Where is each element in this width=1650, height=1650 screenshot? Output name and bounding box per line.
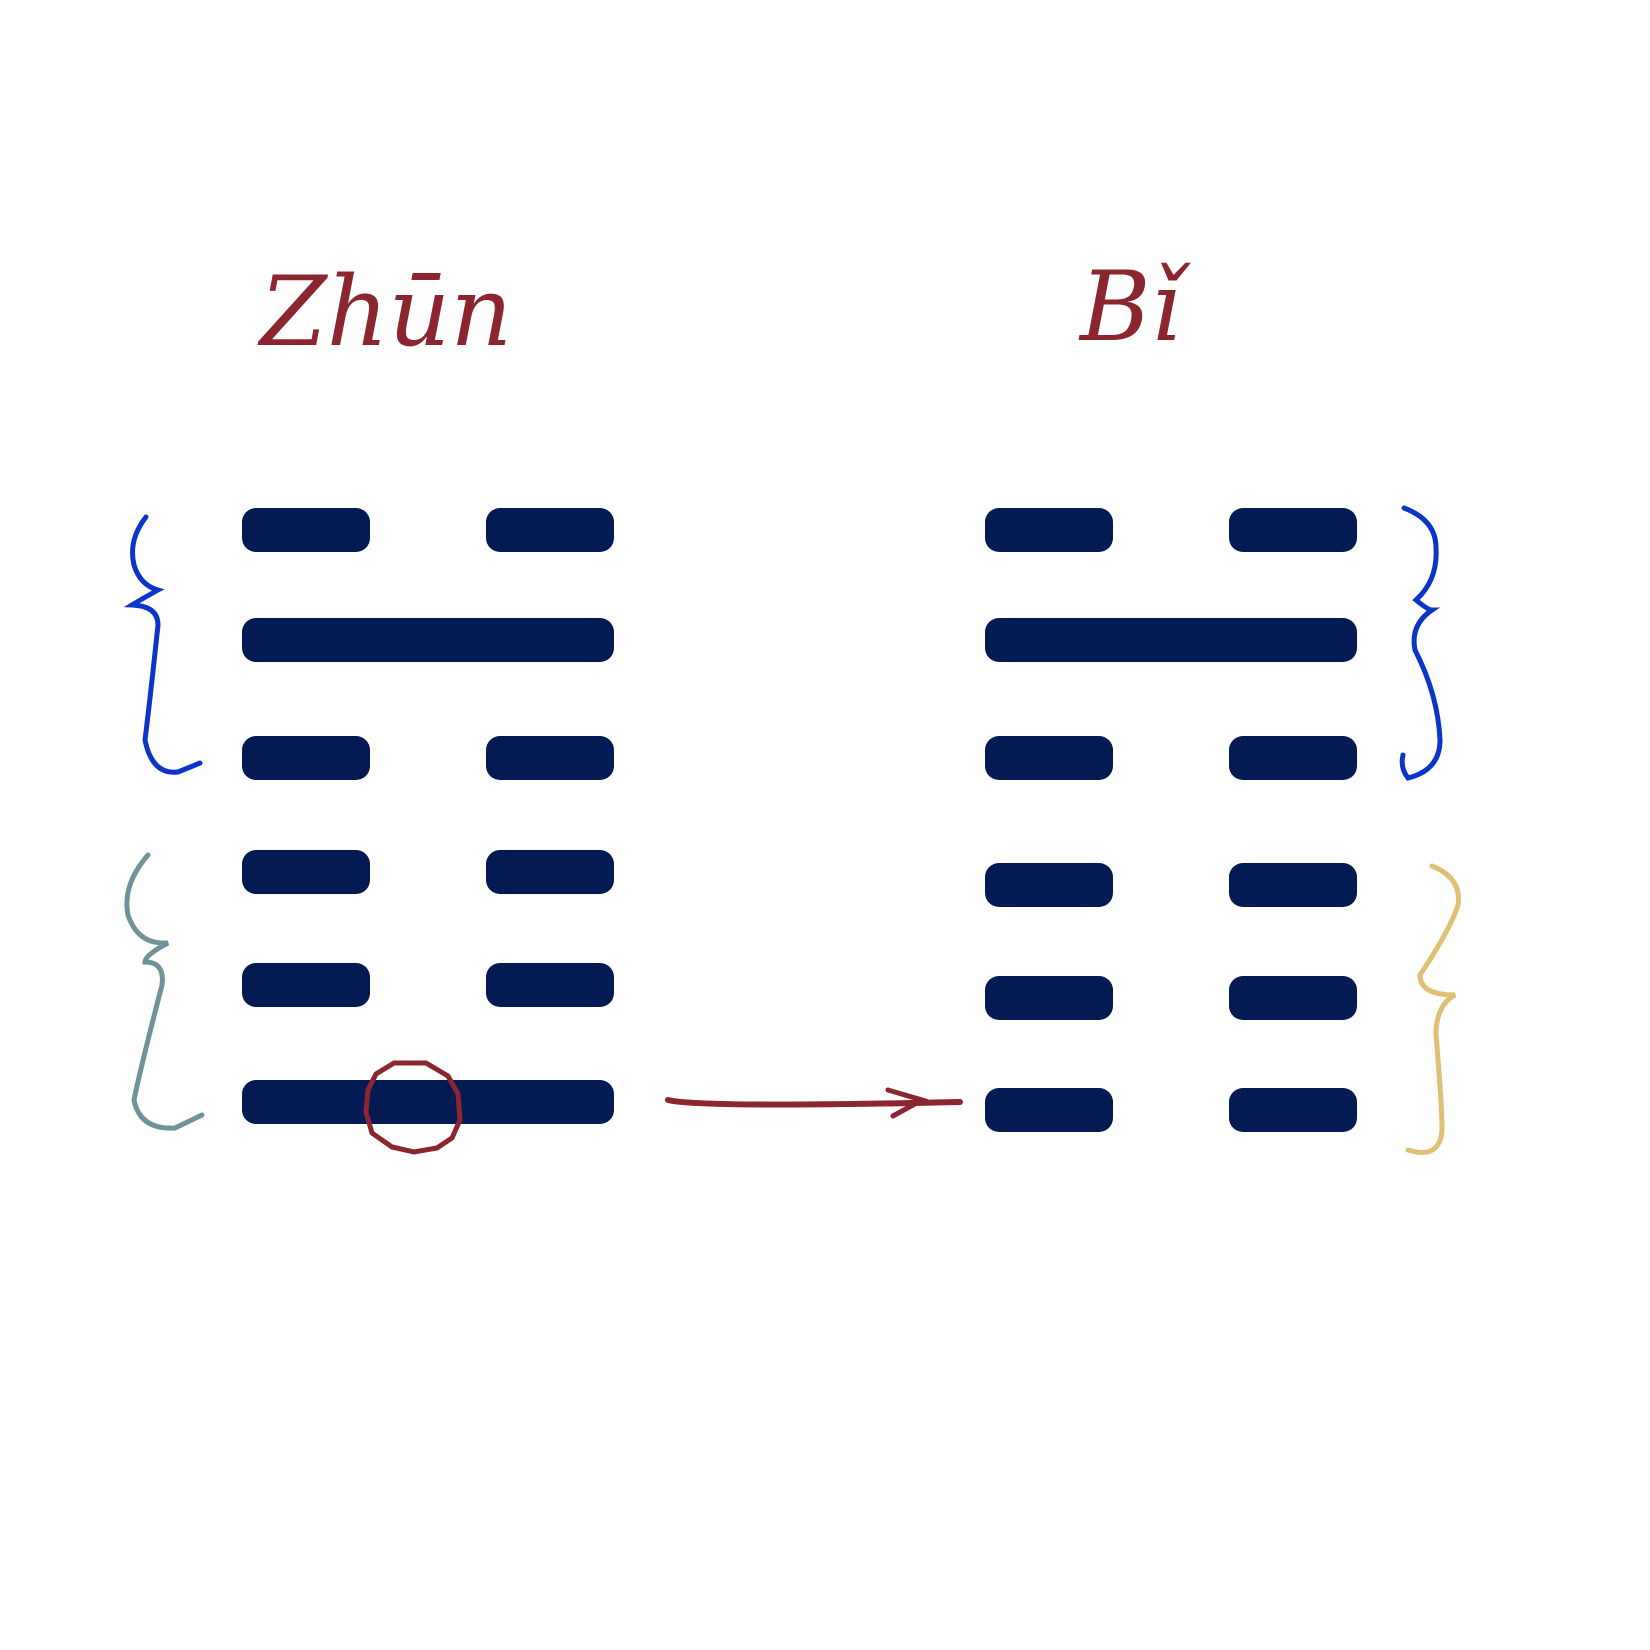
right-hexagram	[985, 508, 1357, 1132]
left-hexagram-line-2-solid	[242, 618, 614, 662]
right-hexagram-line-2-solid	[985, 618, 1357, 662]
right-hexagram-title: Bǐ	[1078, 251, 1192, 363]
left-hexagram-line-4-broken-left	[242, 850, 370, 894]
left-hexagram-line-1-broken-right	[486, 508, 614, 552]
right-hexagram-line-1-broken-left	[985, 508, 1113, 552]
right-hexagram-line-6-broken-left	[985, 1088, 1113, 1132]
right-hexagram-line-3-broken-left	[985, 736, 1113, 780]
right-hexagram-line-3-broken-right	[1229, 736, 1357, 780]
left-hexagram-line-5-broken-right	[486, 963, 614, 1007]
left-hexagram	[242, 508, 614, 1124]
left-hexagram-line-3-broken-right	[486, 736, 614, 780]
right-lower-trigram-brace	[1405, 863, 1461, 1155]
right-hexagram-line-4-broken-right	[1229, 863, 1357, 907]
changing-line-circle	[363, 1060, 463, 1155]
left-hexagram-line-6-solid	[242, 1080, 614, 1124]
left-hexagram-line-5-broken-left	[242, 963, 370, 1007]
right-hexagram-line-4-broken-left	[985, 863, 1113, 907]
right-hexagram-line-5-broken-right	[1229, 976, 1357, 1020]
left-lower-trigram-brace	[124, 852, 205, 1131]
left-hexagram-line-1-broken-left	[242, 508, 370, 552]
left-upper-trigram-brace	[123, 514, 203, 775]
right-hexagram-line-1-broken-right	[1229, 508, 1357, 552]
right-hexagram-line-5-broken-left	[985, 976, 1113, 1020]
right-hexagram-line-6-broken-right	[1229, 1088, 1357, 1132]
right-upper-trigram-brace	[1399, 505, 1443, 781]
transform-arrow	[665, 1087, 963, 1119]
left-hexagram-line-3-broken-left	[242, 736, 370, 780]
left-hexagram-line-4-broken-right	[486, 850, 614, 894]
left-hexagram-title: Zhūn	[257, 256, 512, 368]
